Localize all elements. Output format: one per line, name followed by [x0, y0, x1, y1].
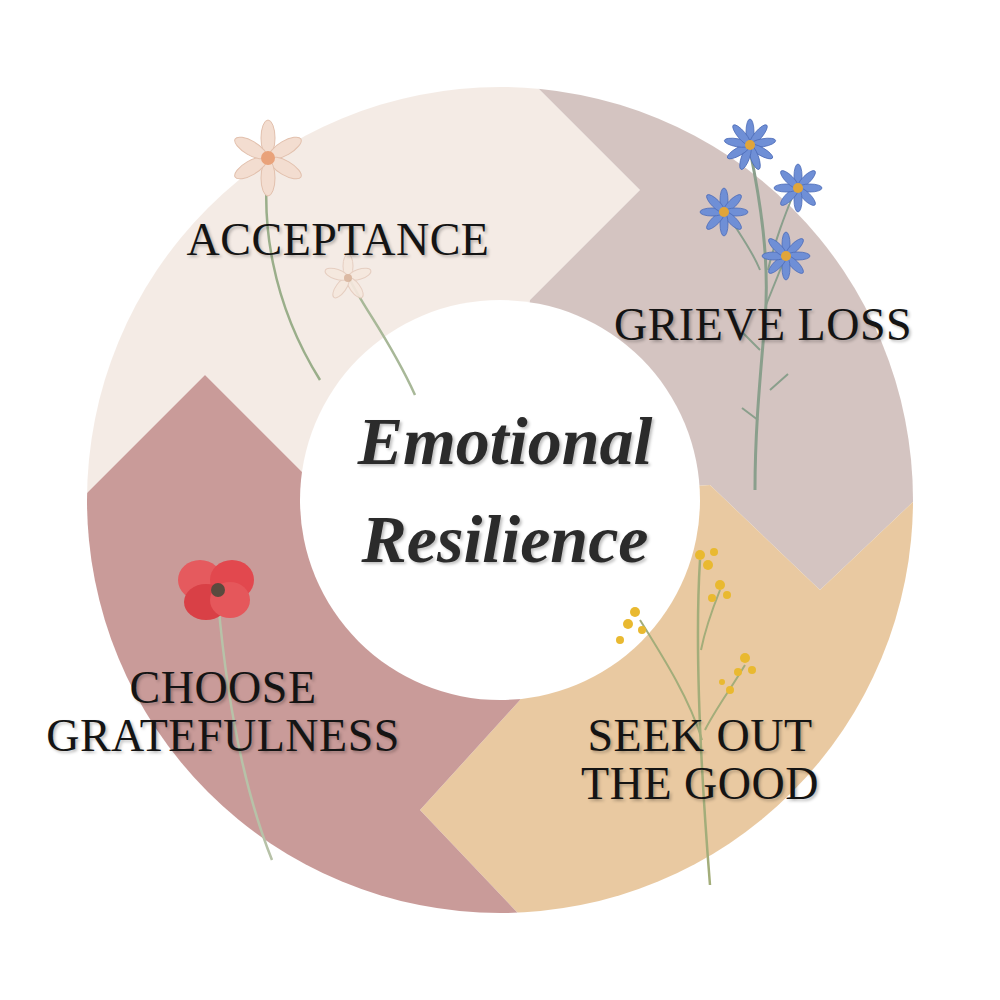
acceptance-label-box: ACCEPTANCE: [183, 216, 494, 264]
choose-label-box: CHOOSE GRATEFULNESS: [42, 664, 404, 761]
segment-label: ACCEPTANCE: [183, 216, 494, 264]
center-title: Emotional Resilience: [310, 392, 700, 588]
segment-label: GRIEVE LOSS: [610, 301, 917, 349]
grieve-label-box: GRIEVE LOSS: [610, 301, 917, 349]
segment-label: SEEK OUT THE GOOD: [577, 712, 823, 809]
seek-label-box: SEEK OUT THE GOOD: [577, 712, 823, 809]
segment-label: CHOOSE GRATEFULNESS: [42, 664, 404, 761]
